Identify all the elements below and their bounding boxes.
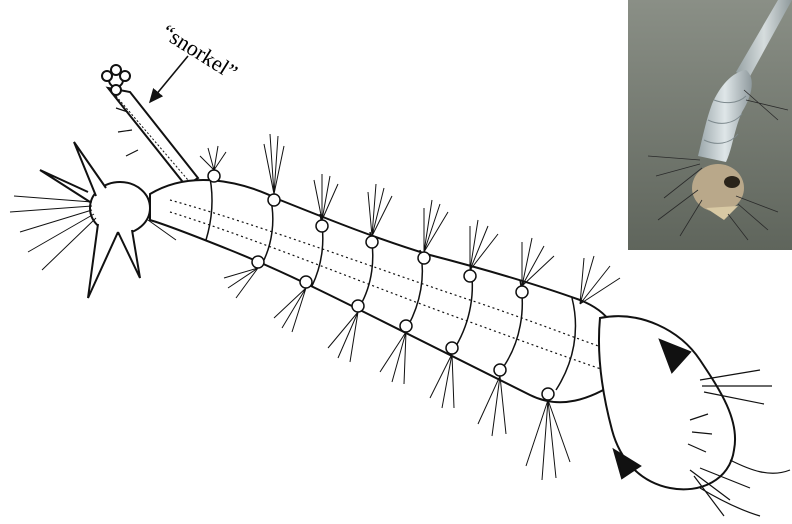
abdomen (150, 134, 620, 480)
snorkel-label: “snorkel” (157, 19, 242, 85)
antenna (700, 488, 760, 516)
head (599, 316, 790, 516)
larva-photograph (628, 0, 792, 250)
siphon (102, 65, 198, 186)
snorkel-arrow (150, 56, 188, 102)
